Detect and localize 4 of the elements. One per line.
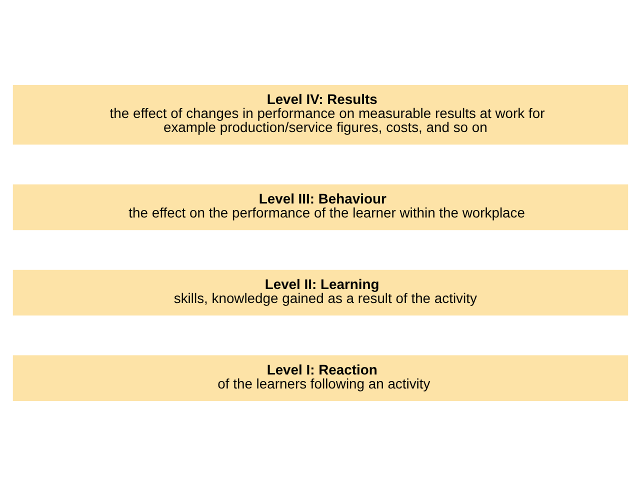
node-box: Level I: Reaction of the learners following an activity — [12, 355, 628, 402]
node-box: Level II: Learning skills, knowledge gained as a result of the activity — [12, 270, 628, 316]
node-box: Level IV: Results the effect of changes in performance on measurable results at work for example production/service figures, costs, and so on — [12, 84, 628, 145]
node-box: Level III: Behaviour the effect on the performance of the learner within the workplace — [12, 184, 628, 230]
